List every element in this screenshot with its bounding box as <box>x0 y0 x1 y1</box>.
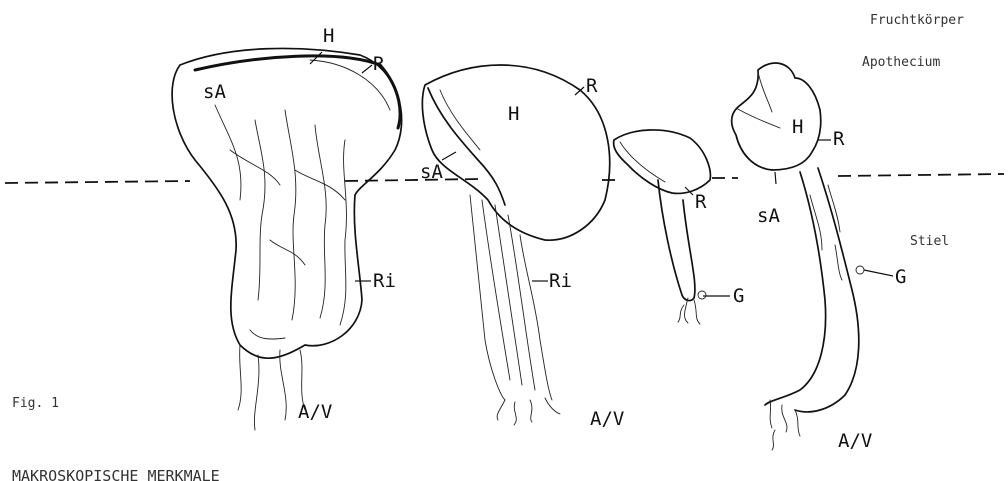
specimen-3-drawing <box>614 130 711 324</box>
label-apothecium: Apothecium <box>862 55 940 70</box>
specimen-1-drawing <box>172 48 402 430</box>
specimen-2-label-base: A/V <box>590 408 624 430</box>
specimen-4-leader-G <box>864 270 893 276</box>
specimen-3-label-G: G <box>733 285 744 307</box>
specimen-4-label-G: G <box>895 266 906 288</box>
specimen-4-label-H: H <box>792 116 803 138</box>
specimen-2-label-R: R <box>586 75 598 97</box>
specimen-4-leader-sA <box>775 172 776 184</box>
specimen-1-leader-H <box>310 52 322 64</box>
specimen-2-label-sA: sA <box>420 161 443 183</box>
specimen-1-label-H: H <box>323 25 334 47</box>
specimen-2-label-H: H <box>508 103 519 125</box>
figure-label: Fig. 1 <box>12 396 59 411</box>
specimen-3-label-R: R <box>695 191 707 213</box>
specimen-2-leader-sA <box>442 152 456 160</box>
specimen-4-label-R: R <box>833 128 845 150</box>
specimen-1-label-R: R <box>373 53 385 75</box>
specimen-1-label-Ri: Ri <box>373 270 396 292</box>
specimen-2-label-Ri: Ri <box>549 270 572 292</box>
specimen-4-G-mark <box>856 266 864 274</box>
label-stiel: Stiel <box>910 234 949 249</box>
specimen-4-label-sA: sA <box>757 205 780 227</box>
specimen-3-G-mark <box>698 291 706 299</box>
specimen-1-label-sA: sA <box>203 81 226 103</box>
specimen-1-leader-R <box>362 65 372 73</box>
label-fruchtkoerper: Fruchtkörper <box>870 13 964 28</box>
specimen-4-label-base: A/V <box>838 430 872 452</box>
division-line <box>5 174 1004 183</box>
specimen-1-label-base: A/V <box>298 401 332 423</box>
caption: MAKROSKOPISCHE MERKMALE <box>12 467 220 481</box>
